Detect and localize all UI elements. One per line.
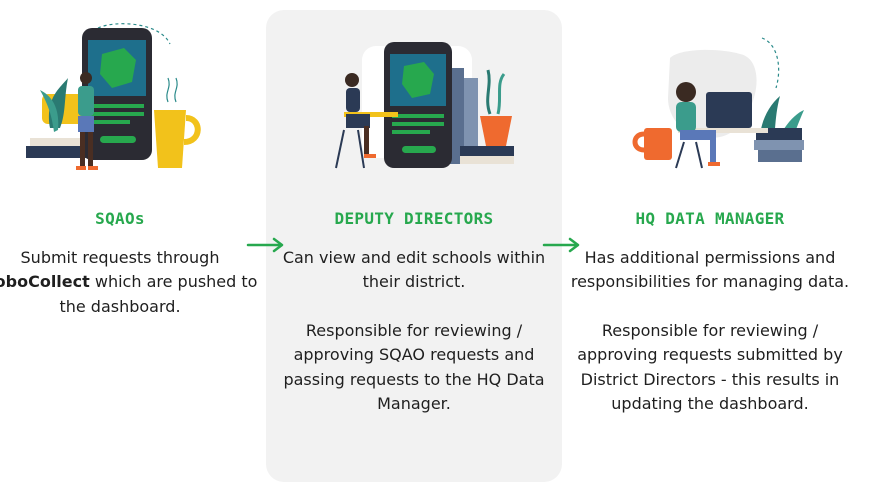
- description-text: Submit requests through: [20, 248, 220, 267]
- hq-woman-laptop-illustration: [632, 37, 804, 169]
- kobocollect-label: KoboCollect: [0, 272, 90, 292]
- role-title: SQAOs: [95, 209, 145, 228]
- role-description: Submit requests through KoboCollect whic…: [0, 246, 265, 319]
- description-paragraph: Has additional permissions and responsib…: [570, 248, 850, 292]
- role-title: HQ DATA MANAGER: [635, 209, 785, 228]
- description-line: Submit requests through KoboCollect whic…: [0, 246, 265, 319]
- deputy-phone-desk-illustration: [335, 42, 514, 169]
- role-title: DEPUTY DIRECTORS: [334, 209, 494, 228]
- role-description: Can view and edit schools within their d…: [269, 246, 559, 416]
- description-paragraph: Responsible for reviewing / approving re…: [577, 320, 843, 414]
- description-paragraph: Can view and edit schools within their d…: [282, 248, 546, 292]
- arrow-right-icon: [542, 237, 580, 253]
- sqao-phone-map-illustration: [26, 23, 201, 170]
- arrow-right-icon: [246, 237, 284, 253]
- description-text: which are pushed to the dashboard.: [59, 272, 258, 316]
- description-paragraph: Responsible for reviewing / approving SQ…: [283, 320, 545, 414]
- role-description: Has additional permissions and responsib…: [565, 246, 855, 416]
